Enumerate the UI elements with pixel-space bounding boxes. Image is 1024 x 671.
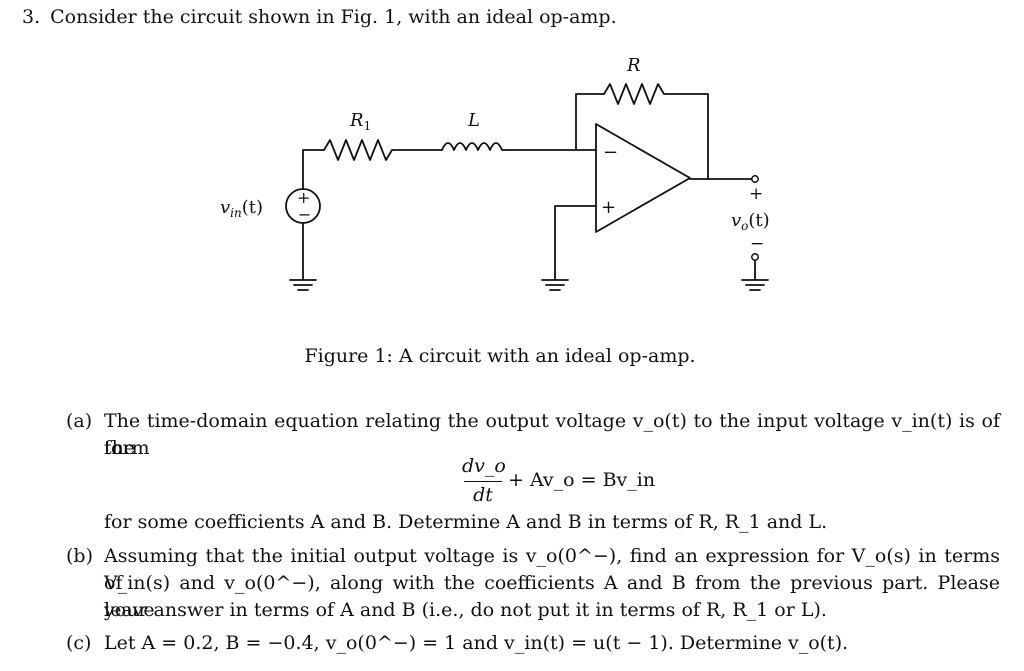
part-c-line-1: Let A = 0.2, B = −0.4, v_o(0^−) = 1 and … bbox=[104, 632, 849, 654]
question-header: 3. Consider the circuit shown in Fig. 1, … bbox=[22, 6, 617, 28]
source-plus-sign: + bbox=[297, 188, 310, 207]
output-plus-sign: + bbox=[749, 184, 763, 204]
part-a-line-2: form bbox=[104, 437, 150, 459]
part-b-line-2: V_in(s) and v_o(0^−), along with the coe… bbox=[104, 572, 1000, 621]
ground-symbol-left bbox=[289, 279, 317, 291]
label-inductor: L bbox=[467, 110, 480, 131]
label-r1: R1 bbox=[349, 110, 371, 133]
part-b-line-3: your answer in terms of A and B (i.e., d… bbox=[104, 599, 827, 621]
output-terminal-bottom bbox=[751, 253, 759, 261]
ground-symbol-right bbox=[741, 279, 769, 291]
output-minus-sign: − bbox=[750, 234, 764, 254]
part-a-line-1: The time-domain equation relating the ou… bbox=[104, 408, 1000, 462]
label-vo: vo(t) bbox=[731, 210, 770, 233]
wire-plus-ground bbox=[554, 205, 597, 281]
label-r-feedback: R bbox=[626, 55, 641, 76]
label-vin: vin(t) bbox=[220, 197, 263, 220]
equation-rest: + Av_o = Bv_in bbox=[508, 469, 656, 491]
question-text: Consider the circuit shown in Fig. 1, wi… bbox=[50, 6, 617, 28]
ground-symbol-mid bbox=[541, 279, 569, 291]
wire-feedback-left bbox=[575, 93, 605, 151]
opamp-triangle bbox=[595, 123, 691, 233]
part-b-label: (b) bbox=[66, 545, 93, 567]
opamp-plus-sign: + bbox=[601, 197, 616, 218]
part-a-text-1: The time-domain equation relating the ou… bbox=[104, 410, 1000, 459]
opamp-minus-sign: − bbox=[603, 142, 618, 163]
figure-caption: Figure 1: A circuit with an ideal op-amp… bbox=[304, 345, 696, 367]
part-b-line-1: Assuming that the initial output voltage… bbox=[104, 545, 1000, 594]
part-a-label: (a) bbox=[66, 410, 93, 432]
equation-denominator: dt bbox=[473, 484, 493, 506]
equation-fraction-bar bbox=[464, 481, 502, 483]
wire-source-top bbox=[302, 149, 325, 190]
output-terminal-top bbox=[751, 175, 759, 183]
source-minus-sign: − bbox=[298, 205, 311, 224]
question-number: 3. bbox=[22, 6, 41, 28]
resistor-r bbox=[603, 83, 709, 180]
resistor-r1 bbox=[323, 139, 443, 161]
equation-numerator: dv_o bbox=[462, 455, 506, 477]
part-c-label: (c) bbox=[66, 632, 92, 654]
inductor-l bbox=[441, 142, 509, 151]
part-a-after: for some coefficients A and B. Determine… bbox=[104, 511, 828, 533]
